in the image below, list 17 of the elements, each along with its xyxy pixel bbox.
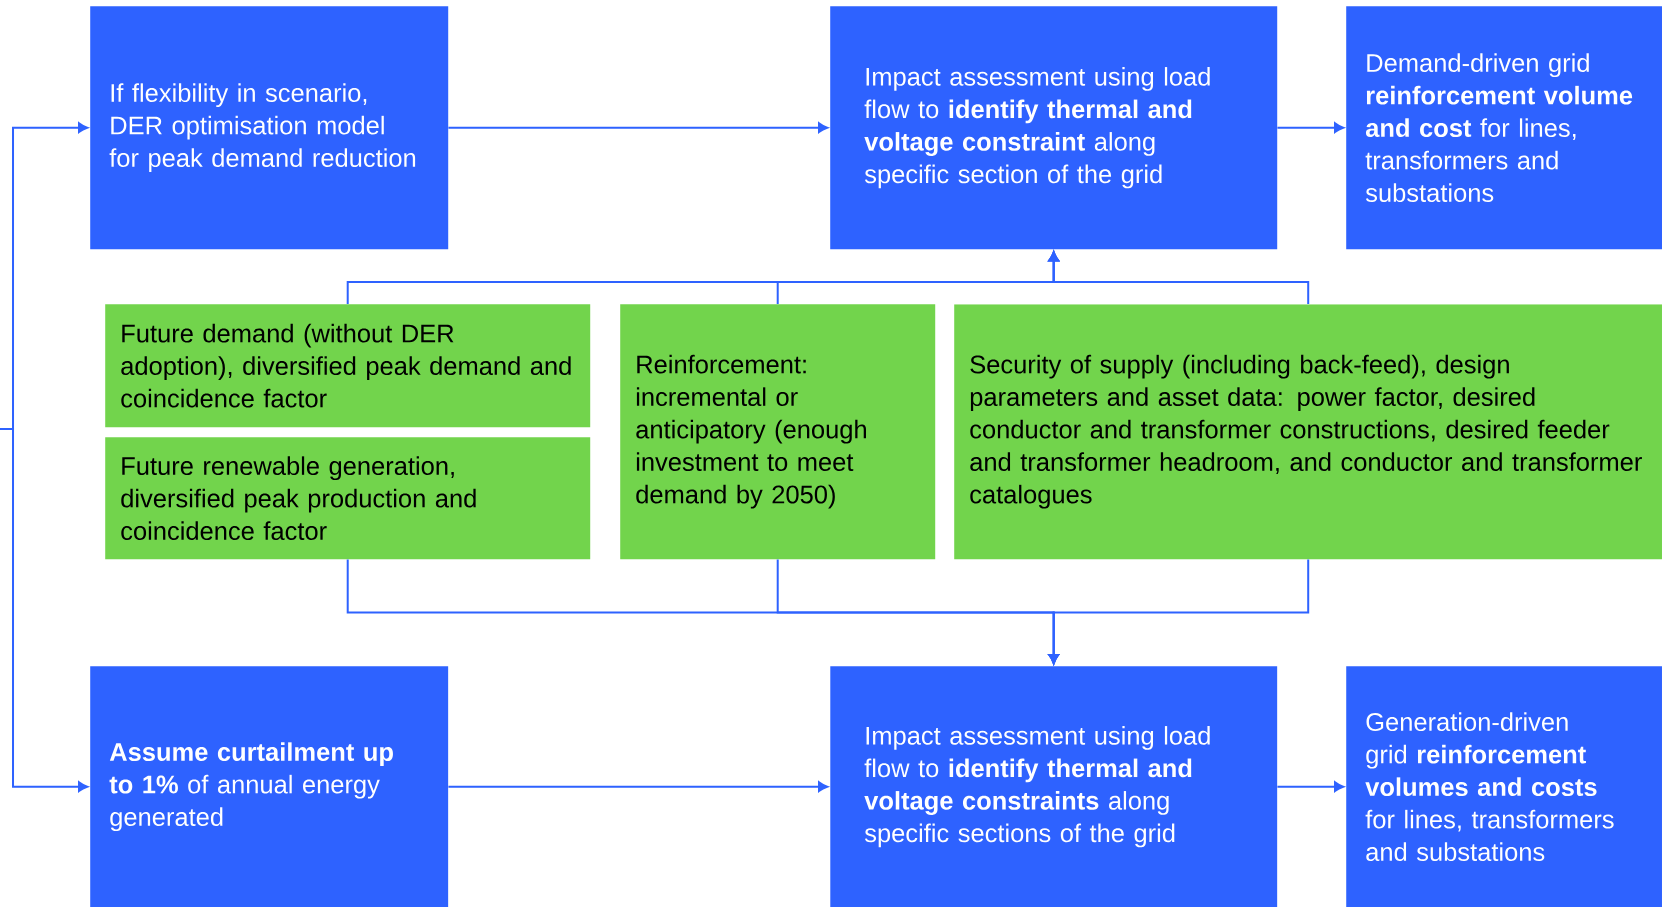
process-box: If flexibility in scenario, DER optimisation model for peak demand reduction — [90, 6, 449, 250]
input-box: Future demand (without DER adoption), diversified peak demand and coincidence factor — [105, 304, 591, 428]
process-box: Impact assessment using load flow to identify thermal and voltage constraint along specific section of the grid — [830, 6, 1278, 250]
process-box: Impact assessment using load flow to identify thermal and voltage constraints along specific sections of the grid — [830, 666, 1278, 907]
input-box: Future renewable generation, diversified peak production and coincidence factor — [105, 437, 591, 560]
arrow — [447, 781, 829, 793]
arrow — [1276, 122, 1345, 134]
arrow — [447, 122, 829, 134]
arrow — [0, 428, 89, 793]
arrow — [1048, 558, 1310, 665]
input-box: Security of supply (including back-feed), design parameters and asset data: power factor, desired conductor and transformer constructions, desired feeder and transformer headroom, and conductor and transformer catalogues — [954, 304, 1662, 560]
process-box: Demand-driven grid reinforcement volume and cost for lines, transformers and substations — [1346, 6, 1662, 250]
arrow — [1048, 251, 1310, 305]
arrow — [1276, 781, 1345, 793]
process-box: Generation-driven grid reinforcement volumes and costs for lines, transformers and substations — [1346, 666, 1662, 907]
process-box: Assume curtailment up to 1% of annual energy generated — [90, 666, 449, 907]
input-box: Reinforcement: incremental or anticipatory (enough investment to meet demand by 2050) — [620, 304, 936, 560]
